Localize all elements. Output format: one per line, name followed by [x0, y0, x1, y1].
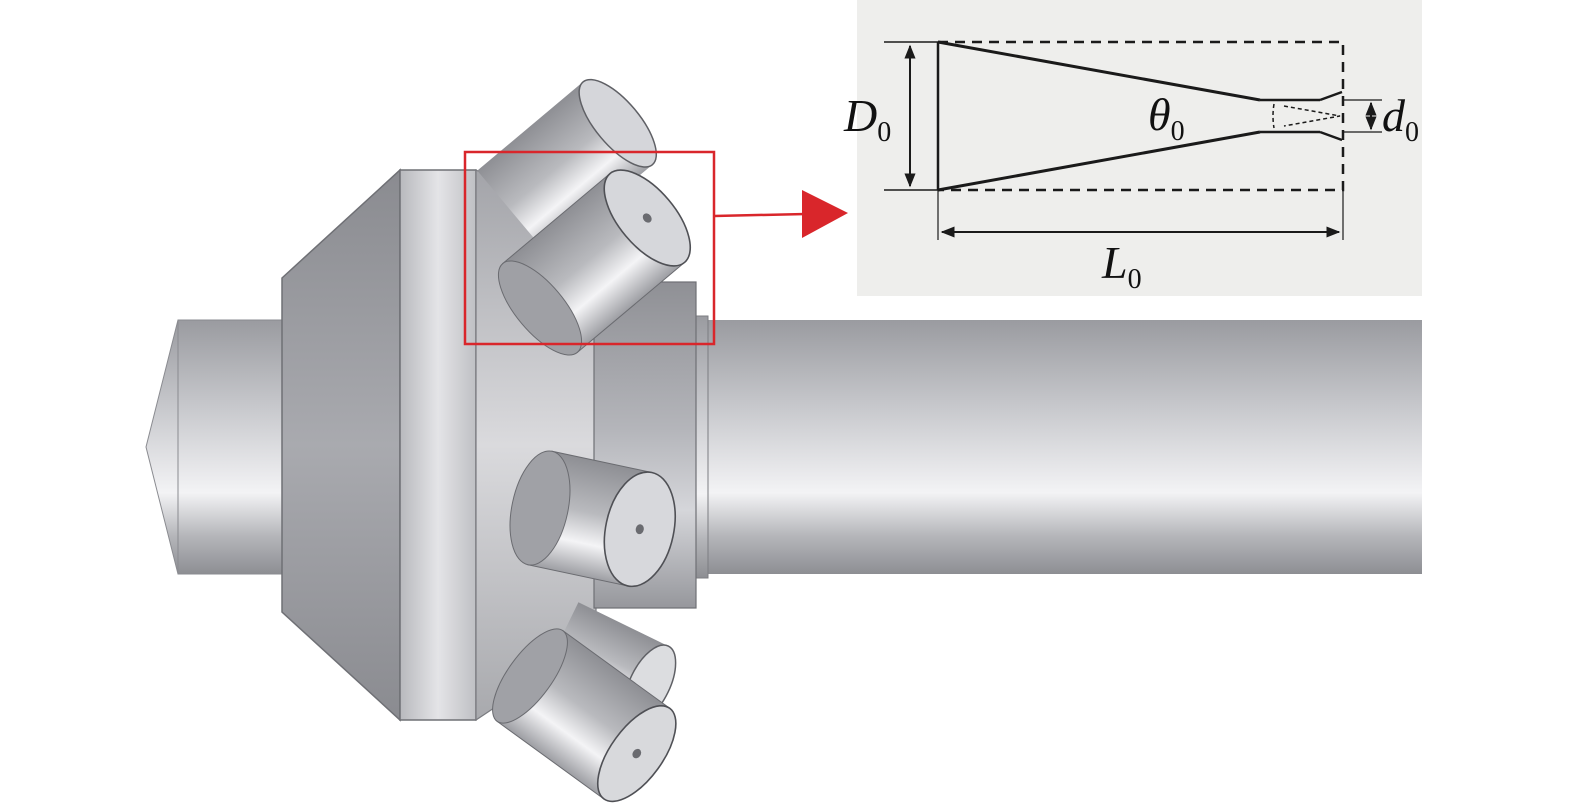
inset-panel: D0 θ0 d0 L0 — [843, 0, 1422, 296]
label-D0: D0 — [843, 90, 891, 148]
left-shaft — [177, 319, 289, 575]
nozzle-tube-upper-front — [497, 169, 692, 356]
callout-arrow-head — [802, 190, 848, 238]
profile-bottom-taper — [937, 130, 1261, 192]
left-tip — [145, 319, 179, 575]
inset-dashed-outline — [938, 40, 1345, 192]
profile-inner-dashes — [1272, 103, 1341, 129]
label-L0: L0 — [1101, 237, 1142, 295]
callout-arrow-line — [713, 212, 807, 218]
profile-outlet-flare — [1319, 90, 1343, 142]
main-shaft — [700, 320, 1422, 574]
cone — [281, 168, 401, 722]
label-d0: d0 — [1382, 90, 1419, 148]
ring — [399, 169, 477, 721]
nozzle-body — [145, 78, 1422, 803]
label-theta0: θ0 — [1148, 89, 1185, 147]
profile-top-taper — [937, 40, 1261, 102]
nozzle-tube-lower-front — [492, 628, 677, 803]
nozzle-tube-upper-rear — [477, 78, 658, 254]
nozzle-tube-middle — [509, 450, 676, 588]
inset-background — [857, 0, 1422, 296]
highlight-box — [463, 150, 716, 346]
